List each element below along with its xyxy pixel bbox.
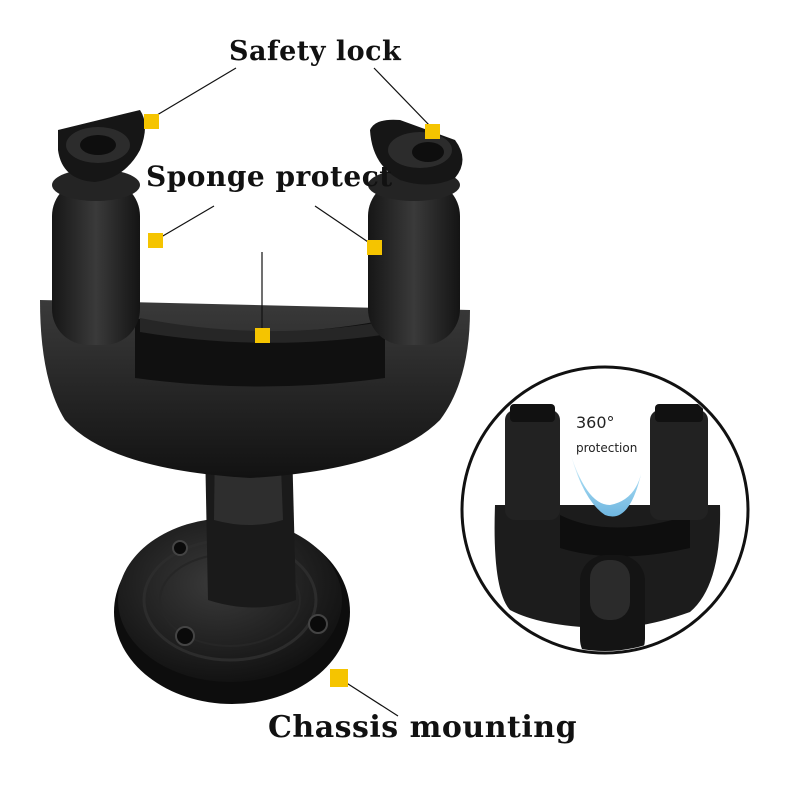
screw-hole	[308, 614, 328, 634]
marker-squares	[144, 114, 440, 687]
inset-degrees-label: 360°	[576, 413, 615, 432]
marker-sponge-left	[148, 233, 163, 248]
marker-sponge-center	[255, 328, 270, 343]
marker-sponge-right	[367, 240, 382, 255]
hanger-body	[40, 300, 470, 478]
right-foam-arm	[368, 169, 460, 345]
leader-lines	[151, 67, 433, 717]
sponge-protect-label: Sponge protect	[146, 160, 393, 193]
screw-hole	[175, 626, 195, 646]
left-safety-lock	[58, 110, 145, 182]
chassis-mounting-label: Chassis mounting	[268, 710, 578, 745]
marker-safety-right	[425, 124, 440, 139]
left-foam-arm	[52, 169, 140, 345]
safety-lock-label: Safety lock	[229, 36, 402, 67]
marker-safety-left	[144, 114, 159, 129]
screw-hole	[172, 540, 188, 556]
inset-protection-label: protection	[576, 441, 638, 455]
inset-detail	[460, 365, 750, 655]
marker-chassis	[330, 669, 348, 687]
